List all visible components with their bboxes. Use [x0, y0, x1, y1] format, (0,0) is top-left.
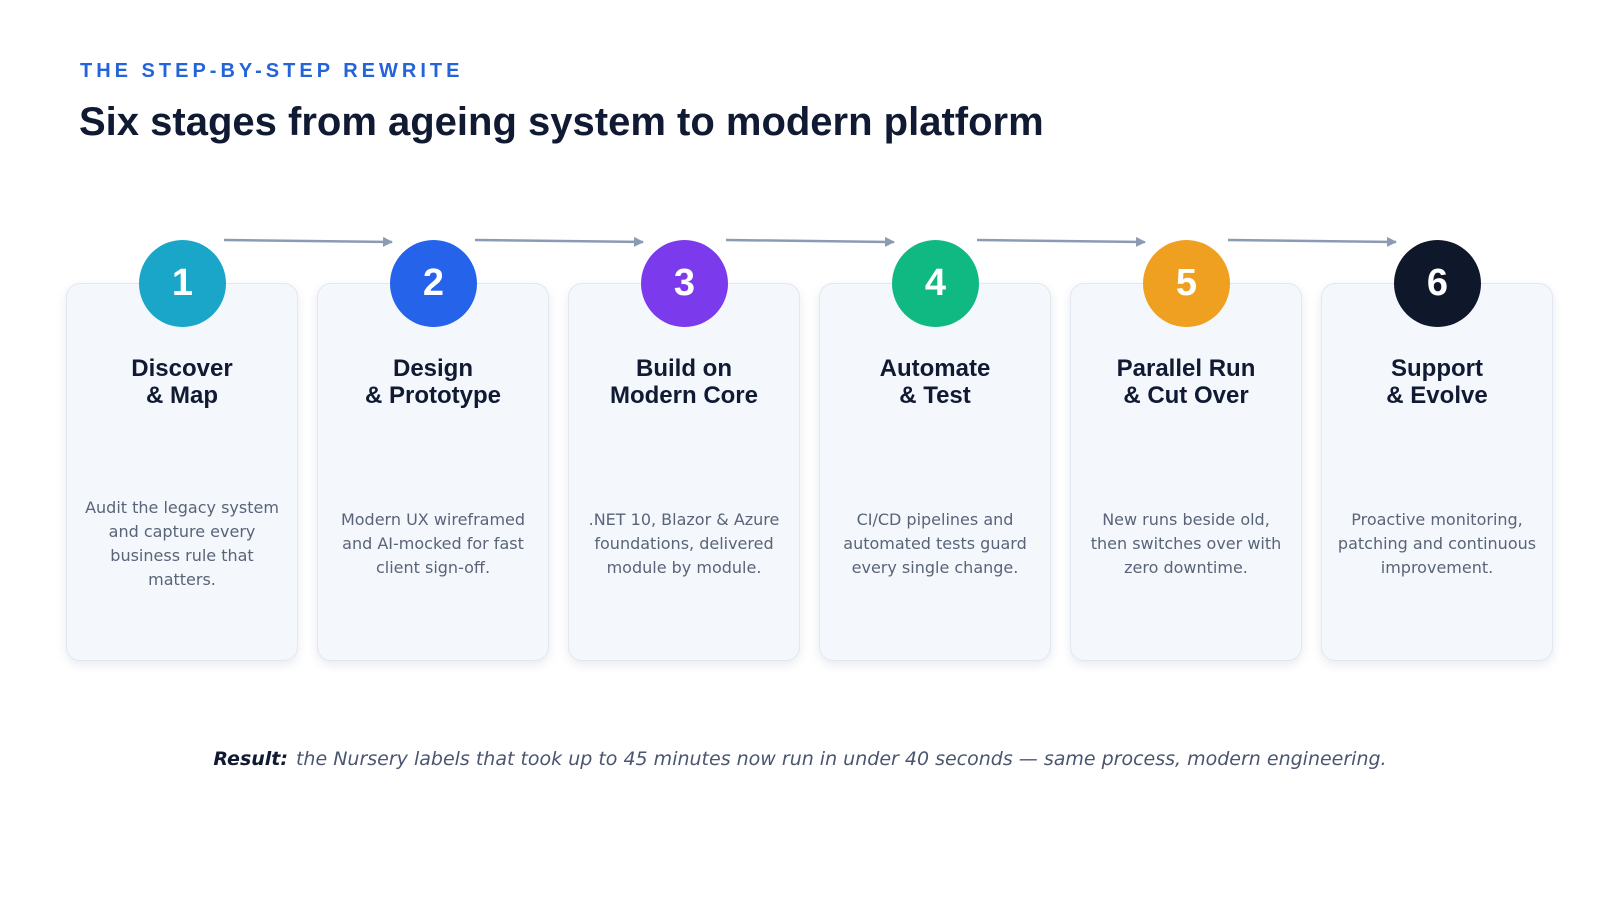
step-number-badge-1: 1 [139, 240, 226, 327]
connector-arrow-5 [1227, 236, 1397, 247]
connector-arrow-4 [976, 236, 1146, 247]
stage-title-3: Build on Modern Core [609, 355, 758, 409]
step-number-badge-6: 6 [1394, 240, 1481, 327]
result-statement: Result: the Nursery labels that took up t… [0, 748, 1600, 770]
stage-card-4 [819, 283, 1051, 661]
result-label: Result: [213, 748, 288, 770]
stage-card-6 [1321, 283, 1553, 661]
stage-card-3 [568, 283, 800, 661]
stage-card-1 [66, 283, 298, 661]
stage-title-4: Automate & Test [879, 355, 991, 409]
stage-title-6: Support & Evolve [1386, 355, 1488, 409]
step-number-badge-4: 4 [892, 240, 979, 327]
stage-card-5 [1070, 283, 1302, 661]
step-number-badge-2: 2 [390, 240, 477, 327]
stage-card-2 [317, 283, 549, 661]
connector-arrow-1 [223, 236, 393, 247]
stage-description-5: New runs beside old, then switches over … [1090, 510, 1282, 577]
page-title: Six stages from ageing system to modern … [79, 100, 1044, 144]
stage-title-1: Discover & Map [131, 355, 233, 409]
stage-description-3: .NET 10, Blazor & Azure foundations, del… [588, 510, 780, 577]
result-text: the Nursery labels that took up to 45 mi… [295, 748, 1387, 770]
eyebrow: THE STEP-BY-STEP REWRITE [80, 60, 464, 82]
connector-arrow-2 [474, 236, 644, 247]
step-number-badge-5: 5 [1143, 240, 1230, 327]
stage-description-6: Proactive monitoring, patching and conti… [1337, 510, 1537, 577]
stage-description-2: Modern UX wireframed and AI-mocked for f… [340, 510, 526, 577]
stage-description-1: Audit the legacy system and capture ever… [85, 498, 279, 589]
connector-arrow-3 [725, 236, 895, 247]
stage-title-2: Design & Prototype [364, 355, 501, 409]
stage-title-5: Parallel Run & Cut Over [1116, 355, 1256, 409]
stage-description-4: CI/CD pipelines and automated tests guar… [843, 510, 1027, 577]
step-number-badge-3: 3 [641, 240, 728, 327]
